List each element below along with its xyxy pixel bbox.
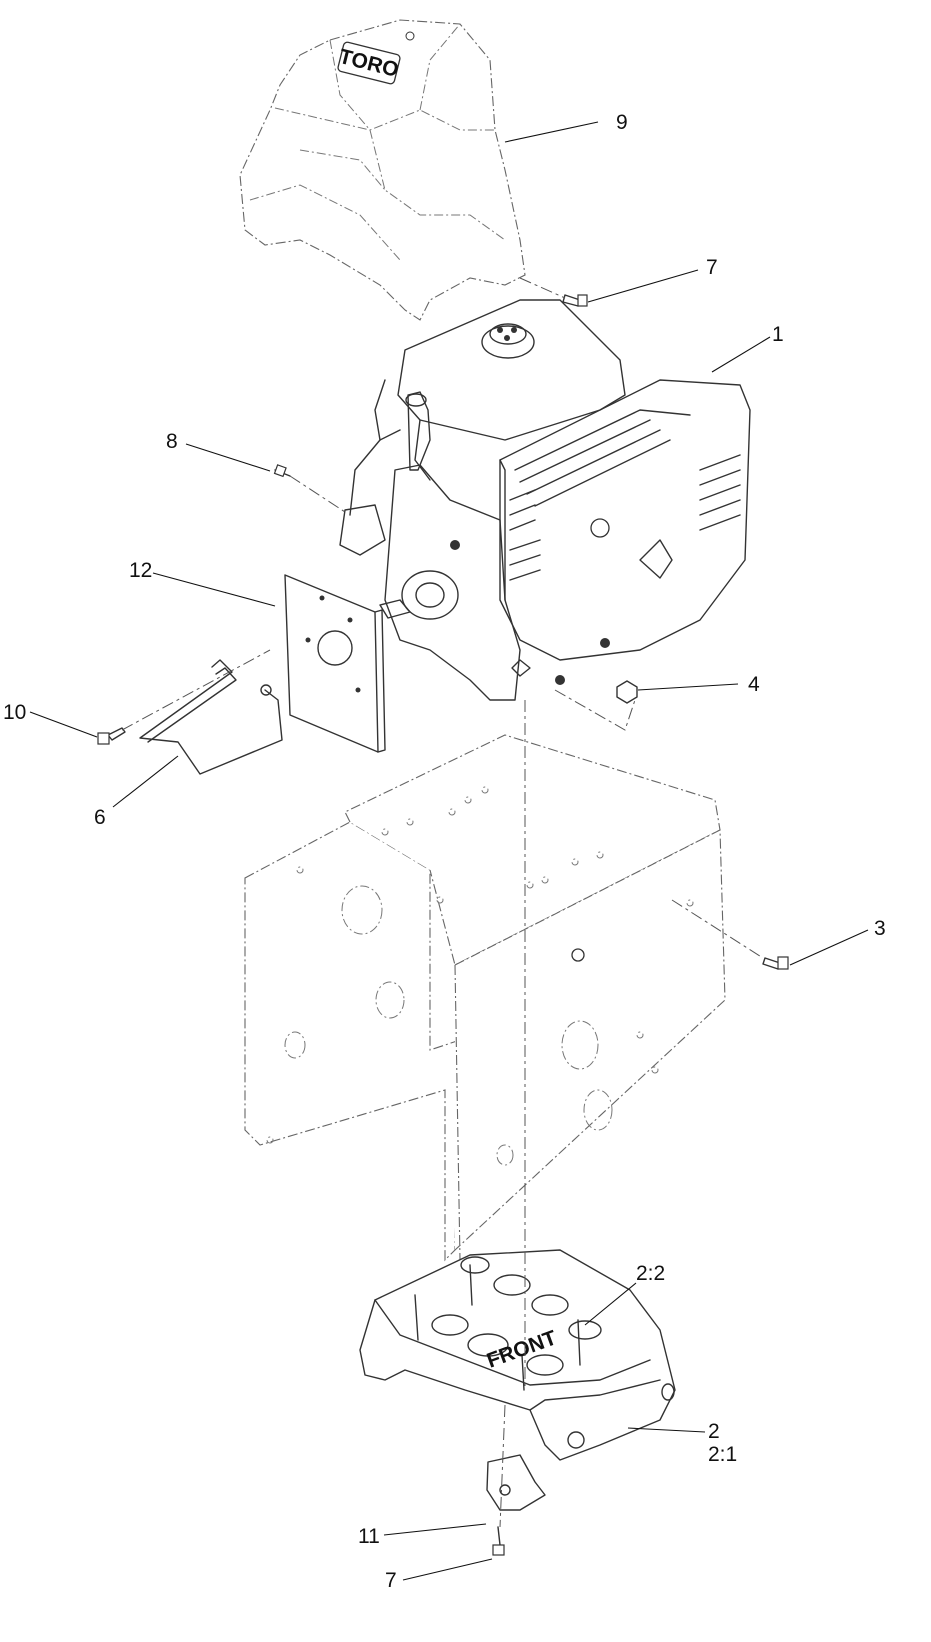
callout-1: 1 [772,323,784,346]
front-marking: FRONT [484,1326,560,1372]
callout-4: 4 [748,673,760,696]
engine-shroud-cover: TORO [239,19,526,321]
mounting-plate [284,574,386,753]
callout-12: 12 [129,559,152,582]
callout-9: 9 [616,111,628,134]
callout-labels: 9 7 1 8 12 10 4 6 3 2:2 2 2:1 11 7 [3,111,886,1592]
callout-7-lower: 7 [385,1569,397,1592]
callout-3: 3 [874,917,886,940]
callout-leaders [29,121,869,1581]
small-bracket [486,1454,546,1511]
callout-11: 11 [358,1525,380,1548]
callout-10: 10 [3,701,26,724]
callout-2-2: 2:2 [636,1262,665,1285]
engine [339,299,751,701]
assembly-axes [121,277,764,1528]
chassis-frame [244,734,726,1262]
callout-6: 6 [94,806,106,829]
bottom-housing: FRONT [359,1249,676,1461]
callout-2-1: 2:1 [708,1443,737,1466]
callout-8: 8 [166,430,178,453]
callout-7-upper: 7 [706,256,718,279]
rod-bracket [139,659,283,775]
fasteners [97,294,789,1556]
callout-2: 2 [708,1420,720,1443]
